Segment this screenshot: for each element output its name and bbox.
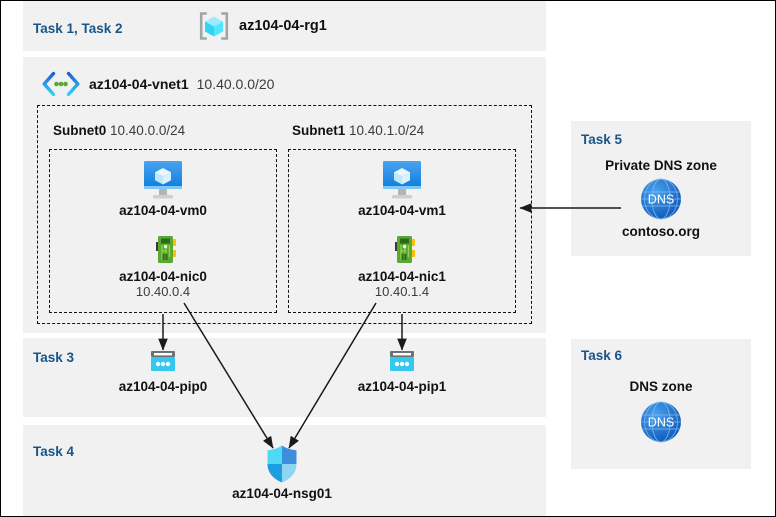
subnet0-name: Subnet0 [53,123,107,138]
virtual-machine-icon [78,159,248,201]
nsg-label: az104-04-nsg01 [232,486,332,501]
dns-zone-title: DNS zone [629,379,693,394]
node-vm0[interactable]: az104-04-vm0 [78,159,248,218]
nic1-label: az104-04-nic1 [358,269,446,284]
dns-icon-text: DNS [648,416,674,430]
vnet-address-space-box [37,105,532,324]
public-ip-address-icon [78,349,248,377]
nic0-label: az104-04-nic0 [119,269,207,284]
virtual-machine-icon [317,159,487,201]
network-security-group-icon [197,444,367,484]
dns-zone-icon: DNS [576,176,746,222]
vm0-label: az104-04-vm0 [119,203,207,218]
node-nsg[interactable]: az104-04-nsg01 [197,444,367,501]
subnet1-title: Subnet1 10.40.1.0/24 [292,123,424,138]
resource-group-name: az104-04-rg1 [239,18,327,34]
dns-zone-icon: DNS [576,399,746,445]
virtual-network-name: az104-04-vnet1 [89,76,189,92]
pip1-label: az104-04-pip1 [357,379,447,394]
subnet0-box [49,149,277,313]
subnet1-box [288,149,516,313]
node-vm1[interactable]: az104-04-vm1 [317,159,487,218]
pip0-label: az104-04-pip0 [118,379,208,394]
subnet1-name: Subnet1 [292,123,346,138]
private-dns-zone-title: Private DNS zone [605,158,717,173]
virtual-network-header: az104-04-vnet1 10.40.0.0/20 [41,71,274,97]
node-nic0[interactable]: az104-04-nic0 10.40.0.4 [78,233,248,299]
virtual-network-cidr: 10.40.0.0/20 [196,76,275,92]
network-interface-icon [317,233,487,267]
resource-group-icon [197,9,231,43]
task-label-3: Task 3 [33,350,75,365]
resource-group-panel [23,1,546,51]
nic1-ip: 10.40.1.4 [374,284,430,299]
nic0-ip: 10.40.0.4 [135,284,191,299]
subnet1-cidr: 10.40.1.0/24 [349,123,425,138]
node-private-dns-zone[interactable]: Private DNS zone DNS [576,158,746,239]
task-label-5: Task 5 [581,132,623,147]
task-label-4: Task 4 [33,444,75,459]
node-pip0[interactable]: az104-04-pip0 [78,349,248,394]
node-dns-zone[interactable]: DNS zone DNS [576,379,746,445]
dns-icon-text: DNS [648,193,674,207]
task-label-6: Task 6 [581,348,623,363]
subnet0-title: Subnet0 10.40.0.0/24 [53,123,185,138]
resource-group-header: az104-04-rg1 [197,9,327,43]
task-label-1-2: Task 1, Task 2 [33,21,123,36]
node-nic1[interactable]: az104-04-nic1 10.40.1.4 [317,233,487,299]
network-interface-icon [78,233,248,267]
private-dns-zone-name: contoso.org [622,224,700,239]
virtual-network-icon [41,71,81,97]
virtual-network-panel [23,57,546,333]
subnet0-cidr: 10.40.0.0/24 [110,123,186,138]
vm1-label: az104-04-vm1 [358,203,446,218]
task3-panel [23,338,546,417]
node-pip1[interactable]: az104-04-pip1 [317,349,487,394]
public-ip-address-icon [317,349,487,377]
